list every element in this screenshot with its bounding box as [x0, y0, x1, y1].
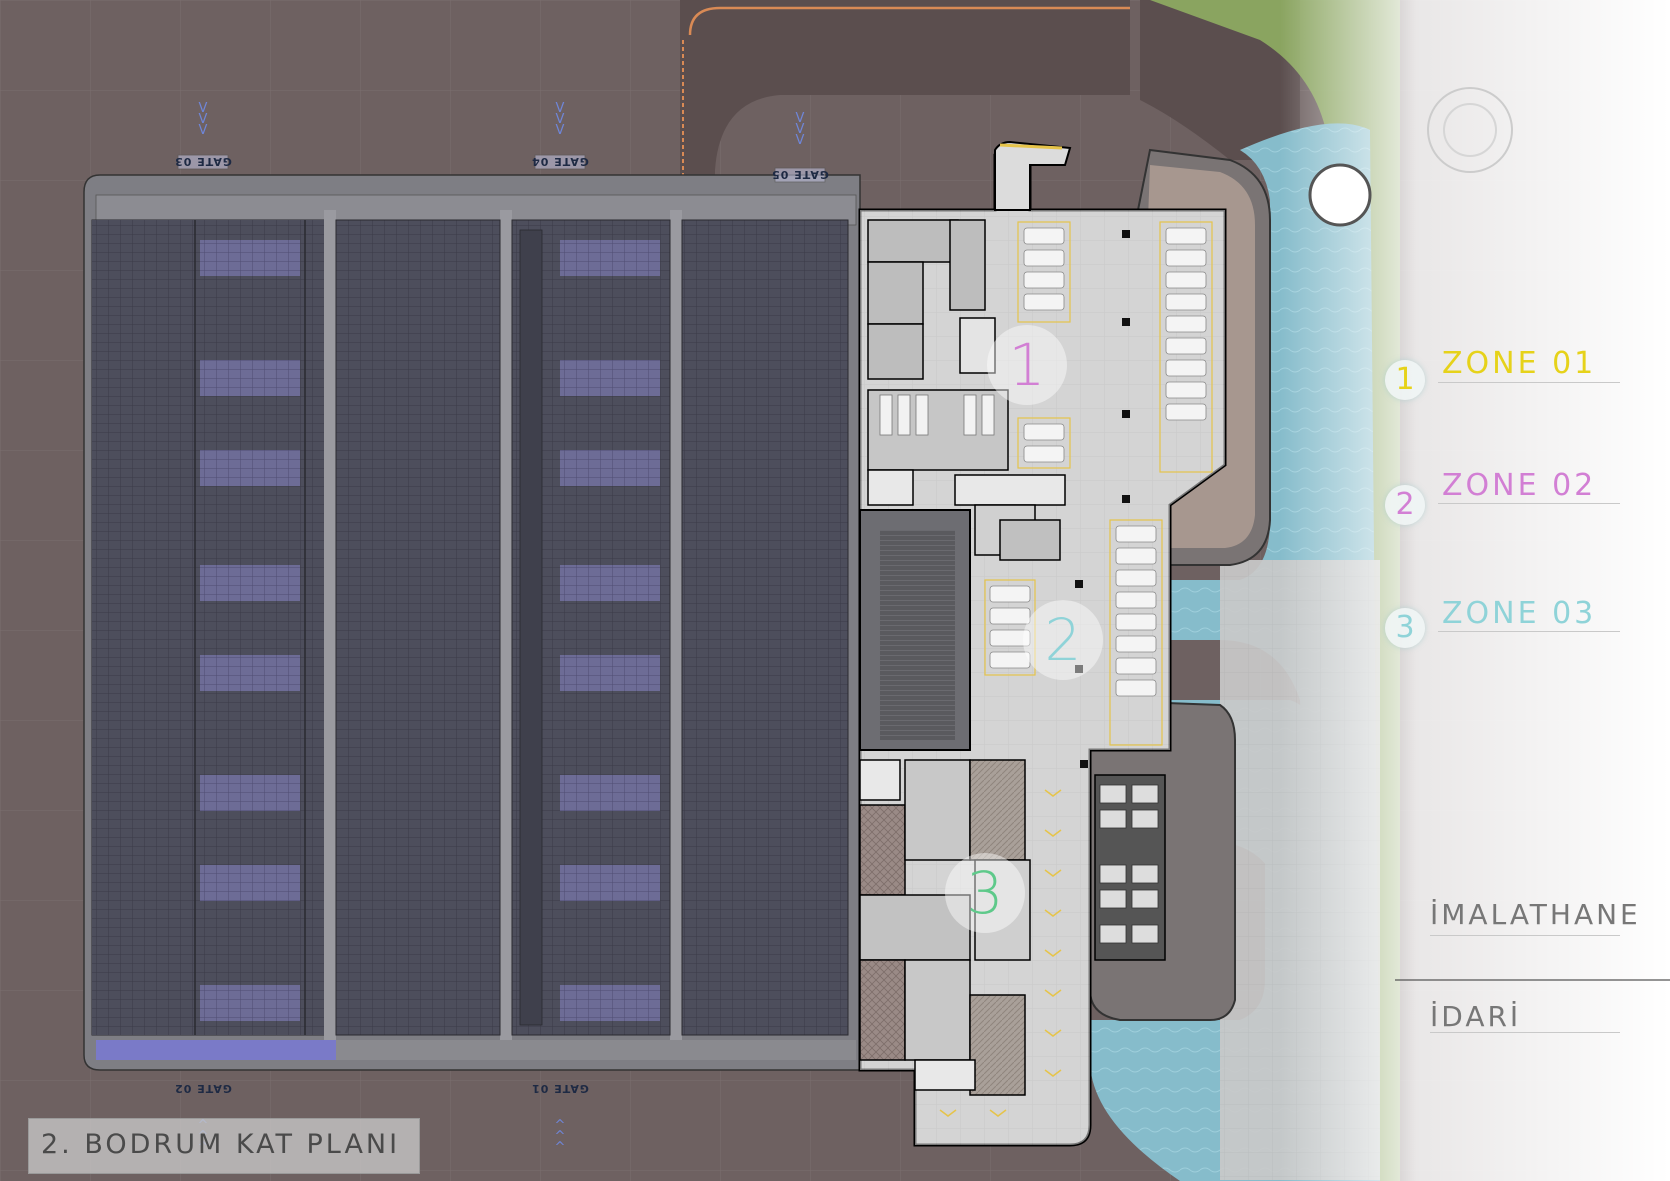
- traffic-arrows: [939, 789, 1062, 1117]
- structural-columns: [1075, 230, 1130, 768]
- road-edge-line: [688, 6, 1130, 36]
- legend-zone3-underline: [1438, 631, 1620, 632]
- round-feature: [1427, 87, 1513, 173]
- roof-block-4: [681, 219, 849, 1036]
- sheet-title: 2. BODRUM KAT PLANI: [41, 1129, 401, 1160]
- legend-zone1-underline: [1438, 382, 1620, 383]
- legend-use-idari: İDARİ: [1430, 1000, 1522, 1033]
- zone-marker-2: 2: [1044, 606, 1082, 674]
- zone3-rooms: [859, 759, 1031, 1096]
- legend-zone1-badge: 1: [1385, 360, 1425, 400]
- zone1-halo: [987, 325, 1067, 405]
- legend-use-imalathane-underline: [1430, 935, 1620, 936]
- road-top: [680, 0, 1130, 210]
- roof-block-1-purple-bands: [200, 240, 300, 1021]
- legend-zone1-label: ZONE 01: [1442, 346, 1597, 381]
- legend-zone2-badge: 2: [1385, 485, 1425, 525]
- gate-label-01: GATE 01: [531, 1082, 589, 1095]
- legend-zone2-label: ZONE 02: [1442, 468, 1597, 503]
- round-pavilion: [1308, 163, 1372, 227]
- zone-marker-1: 1: [1008, 331, 1046, 399]
- legend-use-imalathane: İMALATHANE: [1430, 898, 1641, 931]
- legend-use-idari-underline: [1430, 1032, 1620, 1033]
- loading-strip-left: [96, 1040, 336, 1060]
- parked-cars: [1023, 227, 1207, 463]
- legend-zone2-underline: [1438, 503, 1620, 504]
- legend-zone3-badge: 3: [1385, 608, 1425, 648]
- gate-01-arrow-icon: ^^^: [554, 1118, 566, 1155]
- zone-marker-3: 3: [966, 859, 1004, 927]
- gate-label-04: GATE 04: [531, 155, 589, 168]
- legend-zone3-label: ZONE 03: [1442, 596, 1597, 631]
- zone3-halo: [945, 853, 1025, 933]
- gate-label-03: GATE 03: [174, 155, 232, 168]
- roof-block-3-purple-bands: [560, 240, 660, 1021]
- roof-block-2: [335, 219, 501, 1036]
- gate-label-02: GATE 02: [174, 1082, 232, 1095]
- sheet-title-box: 2. BODRUM KAT PLANI: [28, 1118, 420, 1174]
- parking-zone1: [1017, 221, 1213, 473]
- zone2-halo: [1023, 600, 1103, 680]
- gate-label-05: GATE 05: [771, 168, 829, 181]
